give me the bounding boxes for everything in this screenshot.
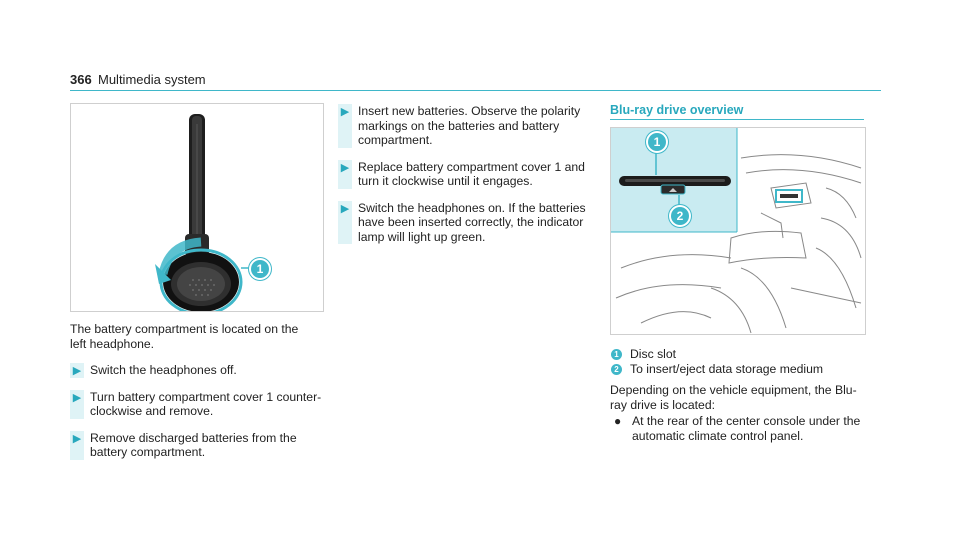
bullet-text: At the rear of the center console under … bbox=[632, 414, 861, 443]
step-text: Switch the headphones on. If the batteri… bbox=[358, 200, 586, 244]
legend-text: Disc slot bbox=[630, 347, 677, 361]
step-arrow-icon: ▶ bbox=[340, 202, 350, 215]
step-arrow-icon: ▶ bbox=[72, 365, 82, 377]
headphone-illustration bbox=[155, 114, 251, 316]
bullet-icon: ● bbox=[614, 414, 622, 428]
step-arrow-icon: ▶ bbox=[72, 391, 82, 404]
intro-text: The battery compartment is located on th… bbox=[70, 322, 299, 351]
section-title: Blu-ray drive overview bbox=[610, 103, 864, 120]
legend-badge: 2 bbox=[611, 364, 622, 375]
callout-2-badge: 2 bbox=[671, 207, 689, 225]
legend-item: 2 To insert/eject data storage medium bbox=[610, 362, 865, 377]
step-arrow-icon: ▶ bbox=[72, 432, 82, 445]
legend-text: To insert/eject data storage medium bbox=[630, 362, 824, 376]
page-header: 366 Multimedia sy­stem bbox=[70, 72, 881, 91]
step-text: Insert new batteries. Observe the polari… bbox=[358, 104, 581, 147]
legend: 1 Disc slot 2 To insert/eject data stora… bbox=[610, 347, 865, 444]
left-column: The battery compartment is located on th… bbox=[70, 322, 322, 460]
step-item: ▶ Switch the headphones off. bbox=[70, 363, 322, 378]
page-title: Multimedia sy­stem bbox=[98, 72, 206, 87]
location-description: Depending on the vehicle equipment, the … bbox=[610, 383, 857, 412]
page-number: 366 bbox=[70, 72, 92, 87]
step-text: Remove discharged batteries from the bat… bbox=[90, 430, 297, 460]
bluray-figure: 1 2 bbox=[610, 127, 866, 335]
step-item: ▶ Insert new batteries. Observe the pola… bbox=[338, 104, 593, 148]
headphone-figure: 1 bbox=[70, 103, 324, 316]
callout-1-badge: 1 bbox=[251, 260, 269, 278]
step-item: ▶ Remove discharged batteries from the b… bbox=[70, 430, 322, 460]
legend-badge: 1 bbox=[611, 349, 622, 360]
step-arrow-icon: ▶ bbox=[340, 161, 350, 174]
legend-item: 1 Disc slot bbox=[610, 347, 865, 362]
step-item: ▶ Turn battery compartment cover 1 count… bbox=[70, 389, 322, 419]
middle-column: ▶ Insert new batteries. Observe the pola… bbox=[338, 92, 593, 244]
callout-1-badge: 1 bbox=[648, 133, 666, 151]
step-text: Replace battery compartment cover 1 and … bbox=[358, 159, 585, 189]
bullet-item: ● At the rear of the center console unde… bbox=[610, 414, 865, 444]
step-arrow-icon: ▶ bbox=[340, 106, 350, 118]
step-item: ▶ Replace battery compartment cover 1 an… bbox=[338, 159, 593, 189]
step-text: Switch the headphones off. bbox=[90, 363, 237, 377]
car-interior-illustration bbox=[611, 128, 862, 334]
step-item: ▶ Switch the headphones on. If the batte… bbox=[338, 200, 593, 244]
step-text: Turn battery compartment cover 1 counter… bbox=[90, 389, 322, 419]
